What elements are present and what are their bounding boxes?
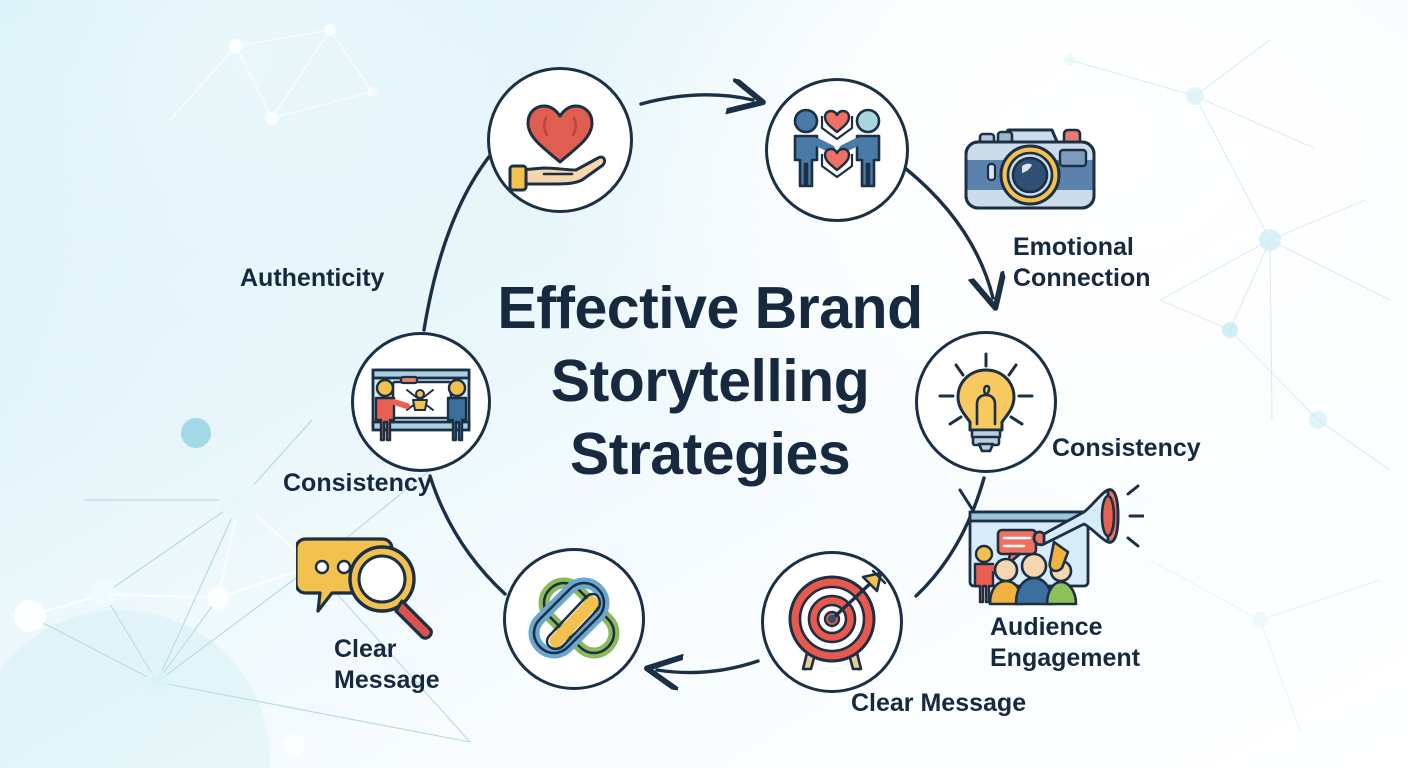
node-consistency-right[interactable] — [915, 331, 1057, 473]
heart-in-hand-icon — [504, 84, 616, 196]
node-authenticity[interactable] — [487, 67, 633, 213]
label-consistency-right: Consistency — [1052, 434, 1201, 462]
presentation-screen-icon — [367, 348, 475, 456]
arrow-consistency-to-clearmessage — [914, 476, 986, 598]
target-arrow-icon — [777, 567, 887, 677]
arrow-authenticity-to-emotional — [639, 95, 753, 104]
arrow-consistency-left-to-authenticity — [422, 145, 499, 332]
arrow-clearmessage-to-links — [657, 661, 760, 673]
megaphone-crowd-icon-wrap — [958, 482, 1144, 608]
node-chain-links[interactable] — [503, 548, 645, 690]
label-audience-engagement: Audience Engagement — [990, 613, 1141, 672]
label-clear-message-bottom: Clear Message — [851, 689, 1027, 717]
camera-icon-wrap — [960, 112, 1100, 220]
label-authenticity: Authenticity — [240, 264, 385, 292]
node-clear-message-bottom[interactable] — [761, 551, 903, 693]
label-clear-message-left: Clear Message — [334, 635, 440, 694]
lightbulb-icon — [932, 348, 1040, 456]
page-title: Effective Brand Storytelling Strategies — [497, 275, 923, 487]
chain-links-icon — [520, 565, 628, 673]
camera-icon — [960, 112, 1100, 220]
speech-bubble-magnifier-icon-wrap — [296, 525, 448, 641]
megaphone-crowd-icon — [958, 482, 1144, 608]
node-emotional-connection[interactable] — [765, 78, 909, 222]
label-emotional-connection: Emotional Connection — [1013, 233, 1151, 292]
two-people-hearts-icon — [781, 94, 893, 206]
node-consistency-left[interactable] — [351, 332, 491, 472]
speech-bubble-magnifier-icon — [296, 525, 448, 641]
label-consistency-left: Consistency — [283, 469, 432, 497]
arrow-links-to-consistency-left — [428, 474, 507, 596]
arrow-emotional-to-consistency — [903, 166, 993, 298]
